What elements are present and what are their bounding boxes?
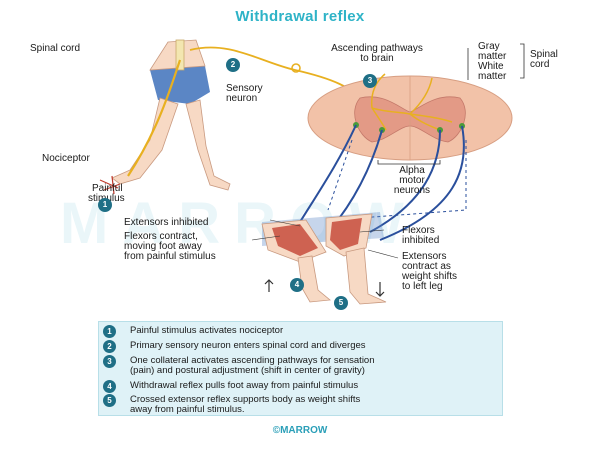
label-flexors-inhibited-1: Flexors (402, 225, 435, 236)
stimulus-mark (99, 175, 121, 195)
label-spinal-cord-right-2: cord (530, 59, 550, 70)
label-alpha-1: Alpha (399, 165, 425, 176)
step-3-number: 3 (103, 355, 116, 368)
label-flexors-contract-1: Flexors contract, (124, 231, 198, 242)
motor-axon-1 (299, 124, 357, 223)
label-flexors-contract-2: moving foot away (124, 241, 202, 252)
step-2-text: Primary sensory neuron enters spinal cor… (130, 340, 366, 351)
label-flexors-contract-3: from painful stimulus (124, 251, 216, 262)
extensors-contract-leader (367, 249, 399, 259)
label-gray-matter-1: Gray (478, 41, 500, 52)
label-extensors-contract-4: to left leg (402, 281, 443, 292)
label-ascending-2: to brain (360, 53, 394, 64)
shin-left (297, 255, 331, 303)
callout-5: 5 (334, 296, 348, 310)
step-1-text: Painful stimulus activates nociceptor (130, 325, 284, 336)
muscle-right (330, 218, 362, 250)
label-gray-matter-2: matter (478, 51, 507, 62)
step-3-text-line1: One collateral activates ascending pathw… (130, 355, 375, 366)
label-alpha-2: motor (399, 175, 425, 186)
step-5: 5 Crossed extensor reflex supports body … (103, 394, 495, 416)
label-flexors-inhibited-2: inhibited (402, 235, 440, 246)
spinal-bracket (520, 43, 525, 79)
flexors-contract-leader (251, 235, 281, 241)
callout-3: 3 (363, 74, 377, 88)
spinal-column-sketch (175, 39, 185, 71)
step-3: 3 One collateral activates ascending pat… (103, 355, 495, 377)
dashed-line-left (327, 139, 353, 211)
step-1-number: 1 (103, 325, 116, 338)
label-painful-stimulus-1: Painful (92, 183, 123, 194)
motor-axon-3 (369, 129, 441, 233)
shin-right (345, 247, 387, 305)
step-5-number: 5 (103, 394, 116, 407)
extensors-inhibited-leader (269, 219, 301, 227)
alpha-bracket (377, 160, 441, 165)
step-5-text-line2: away from painful stimulus. (130, 404, 245, 415)
dashed-line-right (359, 140, 467, 219)
step-3-text-line2: (pain) and postural adjustment (shift in… (130, 365, 365, 376)
shorts (150, 66, 210, 104)
page-title: Withdrawal reflex (235, 8, 365, 25)
label-nociceptor: Nociceptor (42, 153, 90, 164)
label-extensors-inhibited: Extensors inhibited (124, 217, 209, 228)
callout-2: 2 (226, 58, 240, 72)
label-white-matter-2: matter (478, 71, 507, 82)
step-2-number: 2 (103, 340, 116, 353)
step-4-text: Withdrawal reflex pulls foot away from p… (130, 380, 359, 391)
sensory-ganglion (291, 63, 301, 73)
muscle-left (272, 224, 318, 256)
flexors-inhibited-leader (359, 229, 385, 233)
reflex-illustration (99, 39, 525, 305)
callout-4: 4 (290, 278, 304, 292)
arrow-up (264, 279, 274, 292)
label-alpha-3: neurons (393, 185, 431, 196)
motor-axon-4 (379, 125, 465, 241)
label-extensors-contract-2: contract as (402, 261, 451, 272)
left-leg (111, 97, 179, 185)
label-spinal-cord-right-1: Spinal (530, 49, 558, 60)
ascending-fibers (370, 73, 433, 115)
label-white-matter-1: White (478, 61, 504, 72)
label-ascending-1: Ascending pathways (331, 43, 423, 54)
step-4-number: 4 (103, 380, 116, 393)
label-extensors-contract-1: Extensors (402, 251, 447, 262)
step-5-text-line1: Crossed extensor reflex supports body as… (130, 394, 361, 405)
footer-brand: ©MARROW (272, 425, 328, 436)
steps-legend: 1 Painful stimulus activates nociceptor … (98, 321, 503, 416)
label-extensors-contract-3: weight shifts (402, 271, 458, 282)
label-spinal-cord: Spinal cord (30, 43, 81, 54)
callout-1: 1 (98, 198, 112, 212)
right-leg (185, 99, 231, 191)
label-sensory-neuron-2: neuron (226, 93, 258, 104)
sensory-nerve-leg (127, 59, 182, 177)
label-sensory-neuron-1: Sensory (226, 83, 263, 94)
arrow-down (375, 282, 385, 297)
